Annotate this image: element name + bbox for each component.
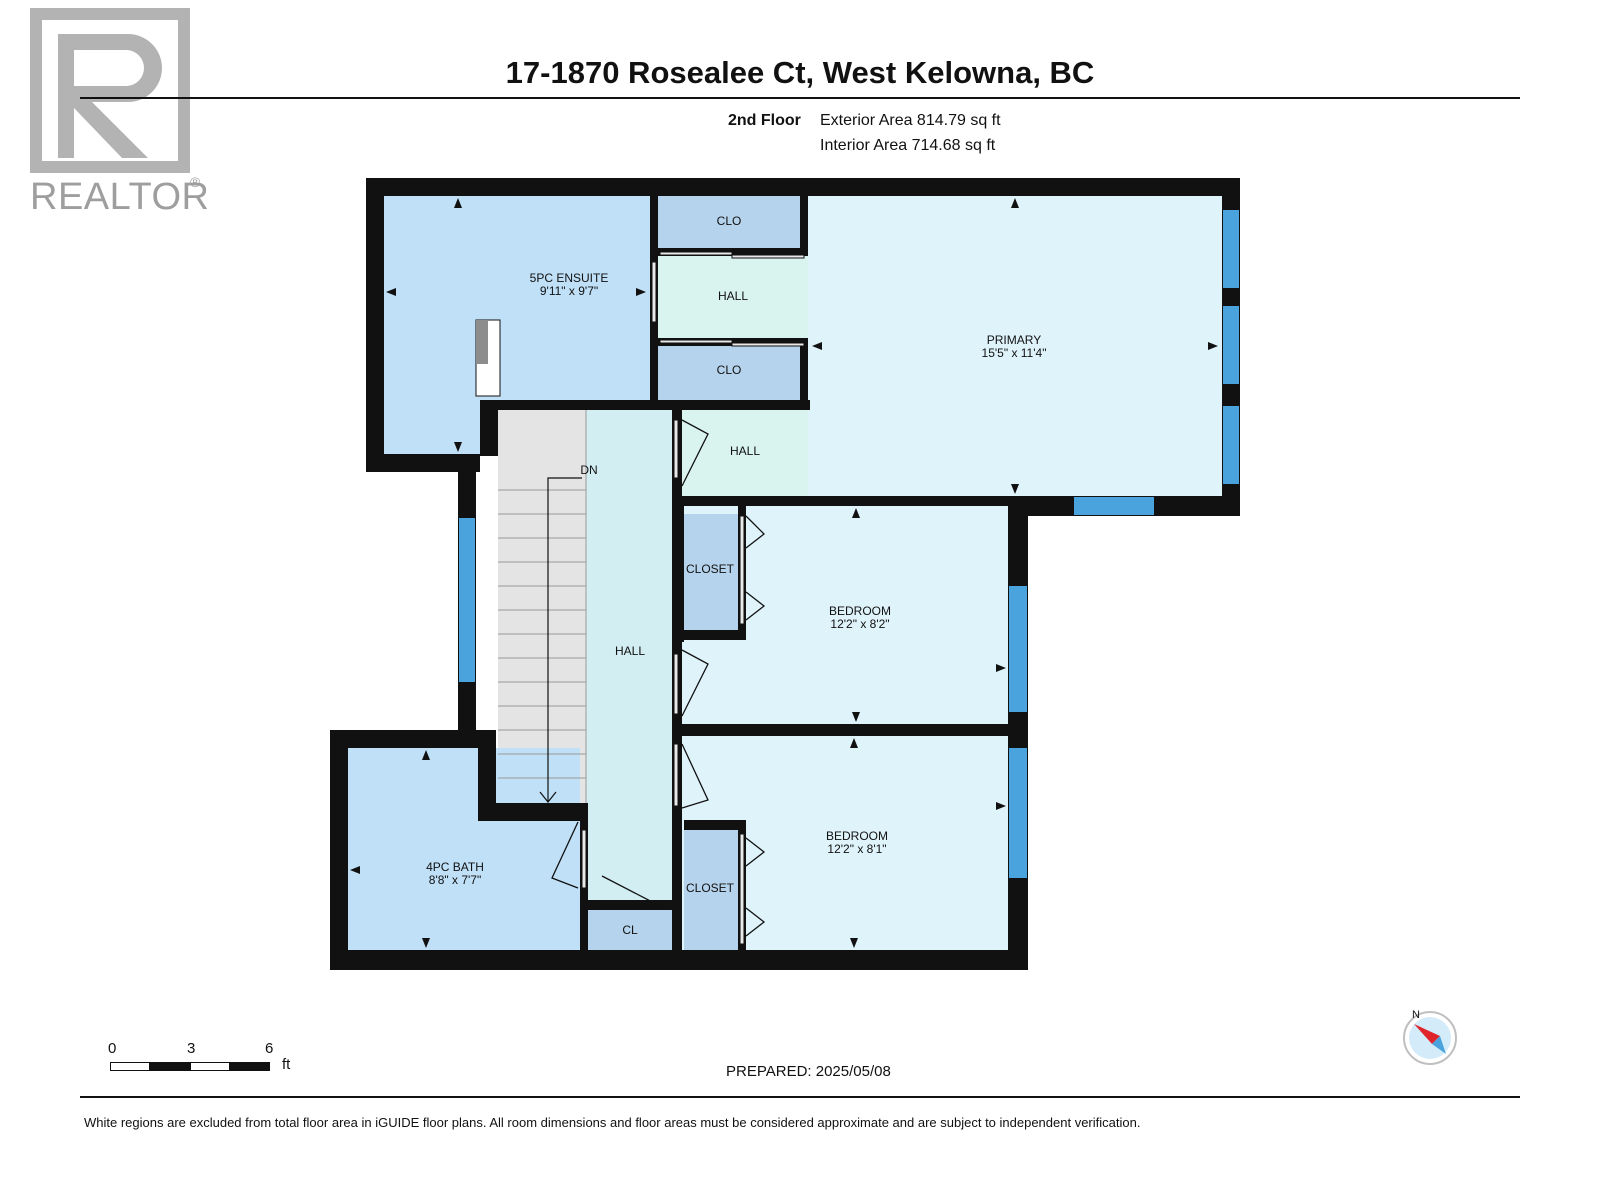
floor-label: 2nd Floor — [728, 112, 801, 129]
room-clo-top — [658, 196, 804, 250]
bath-label: 4PC BATH — [426, 860, 484, 874]
room-primary — [808, 196, 1222, 496]
prepared-date: PREPARED: 2025/05/08 — [726, 1063, 891, 1080]
primary-label: PRIMARY — [987, 333, 1041, 347]
compass-north-label: N — [1412, 1009, 1420, 1021]
stair-direction-arrow — [539, 477, 582, 803]
room-bath — [348, 748, 580, 950]
room-hall-upper — [658, 256, 808, 338]
bath-dims: 8'8" x 7'7" — [429, 873, 481, 887]
clo-bottom-label: CLO — [717, 363, 742, 377]
header-rule — [80, 97, 1520, 99]
stair-treads — [498, 410, 587, 803]
clo-top-label: CLO — [717, 214, 742, 228]
bedroom-2-dims: 12'2" x 8'1" — [827, 842, 886, 856]
cl-label: CL — [622, 923, 638, 937]
ensuite-dims: 9'11" x 9'7" — [540, 284, 598, 298]
closet-2-label: CLOSET — [686, 881, 735, 895]
scale-tick-3: 3 — [187, 1040, 196, 1057]
stairs — [498, 410, 586, 803]
bedroom-1-label: BEDROOM — [829, 604, 891, 618]
exterior-area: Exterior Area 814.79 sq ft — [820, 112, 1001, 129]
scale-bar — [110, 1062, 275, 1071]
scale-unit: ft — [282, 1056, 291, 1073]
room-hall-main — [586, 410, 672, 900]
room-clo-bottom — [658, 344, 804, 400]
closet-1-label: CLOSET — [686, 562, 735, 576]
room-closet-2 — [684, 830, 738, 950]
interior-area: Interior Area 714.68 sq ft — [820, 137, 996, 154]
compass-icon: N — [1403, 1009, 1457, 1065]
primary-dims: 15'5" x 11'4" — [982, 346, 1047, 360]
page-title: 17-1870 Rosealee Ct, West Kelowna, BC — [505, 55, 1095, 90]
sliding-doors — [581, 251, 805, 945]
ensuite-label: 5PC ENSUITE — [530, 271, 609, 285]
room-cl — [588, 910, 672, 950]
stairs-dn-label: DN — [580, 463, 597, 477]
dimension-markers — [350, 198, 1218, 948]
bedroom-1-dims: 12'2" x 8'2" — [830, 617, 889, 631]
realtor-logo-mark — [30, 8, 190, 173]
scale-tick-6: 6 — [265, 1040, 274, 1057]
realtor-logo-text: REALTOR — [30, 176, 210, 218]
windows — [459, 210, 1239, 878]
doors — [551, 419, 766, 937]
room-hall-mid — [682, 410, 808, 496]
disclaimer: White regions are excluded from total fl… — [84, 1115, 1141, 1130]
registered-mark: ® — [190, 174, 201, 190]
footer-rule — [80, 1096, 1520, 1098]
hall-upper-label: HALL — [718, 289, 748, 303]
scale-tick-0: 0 — [108, 1040, 117, 1057]
bedroom-2-label: BEDROOM — [826, 829, 888, 843]
realtor-logo: REALTOR ® — [30, 8, 209, 218]
hall-mid-label: HALL — [730, 444, 760, 458]
hall-main-label: HALL — [615, 644, 645, 658]
